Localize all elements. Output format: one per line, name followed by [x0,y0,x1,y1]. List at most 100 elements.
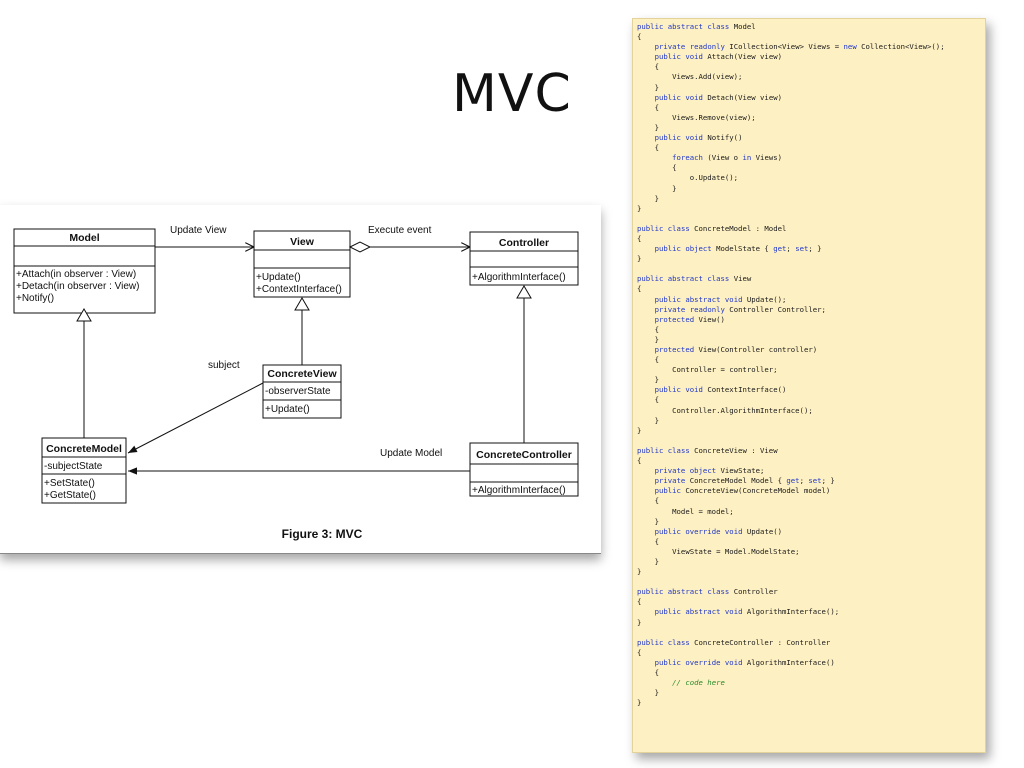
code-line: } [637,688,659,698]
figure-caption: Figure 3: MVC [282,527,363,541]
class-concrete-model-name: ConcreteModel [46,443,122,455]
concrete-controller-member: +AlgorithmInterface() [472,485,566,496]
class-controller: Controller +AlgorithmInterface() [469,231,579,286]
code-line: public object ModelState { get; set; } [654,244,822,254]
code-listing: public abstract class Model{ private rea… [632,18,986,753]
code-line: Model = model; [637,506,734,516]
concrete-model-attribute: -subjectState [44,461,103,472]
uml-diagram: Model +Attach(in observer : View) +Detac… [0,205,601,554]
code-line: } [637,567,642,577]
code-line: ​ [637,214,985,224]
code-line: public abstract void Update(); [654,294,787,304]
code-line: private readonly ICollection<View> Views… [654,42,945,52]
code-line: ​ [637,577,985,587]
code-line: public void Notify() [654,133,743,143]
code-line: } [637,122,659,132]
code-line: } [637,193,659,203]
code-line: private readonly Controller Controller; [654,304,826,314]
concrete-view-member: +Update() [265,404,310,415]
code-line: } [637,334,659,344]
code-line: } [637,698,642,708]
code-line: { [637,456,642,466]
concrete-model-member: +GetState() [44,490,96,501]
code-line: { [637,284,642,294]
model-member: +Detach(in observer : View) [16,281,139,292]
code-line: public class ConcreteController : Contro… [637,637,831,647]
class-model-name: Model [69,232,99,244]
generalization-triangle [294,297,310,311]
code-line: public class ConcreteModel : Model [637,223,787,233]
label-execute-event: Execute event [368,225,432,236]
class-concrete-controller-name: ConcreteController [476,449,572,461]
class-view-name: View [290,236,315,248]
code-line: public abstract class Model [637,22,756,31]
code-line: public void Detach(View view) [654,92,782,102]
controller-member: +AlgorithmInterface() [472,272,566,283]
label-update-model: Update Model [380,448,442,459]
code-line: { [637,143,659,153]
code-line: public void ContextInterface() [654,385,787,395]
code-line: { [637,496,659,506]
code-line: public abstract class View [637,274,752,284]
code-line: } [637,375,659,385]
class-controller-name: Controller [499,237,549,249]
code-line: ​ [637,264,985,274]
code-line: o.Update(); [637,173,739,183]
code-line: { [637,355,659,365]
slide-title: MVC [452,64,572,124]
code-line: } [637,203,642,213]
code-line: // code here [672,678,725,688]
code-line: ​ [637,436,985,446]
code-line: foreach (View o in Views) [672,153,783,163]
code-line: { [637,233,642,243]
code-line: { [637,668,659,677]
class-view: View +Update() +ContextInterface() [253,230,351,298]
code-line: } [637,82,659,92]
code-line: } [637,254,642,264]
aggregation-diamond [348,241,372,253]
class-concrete-controller: ConcreteController +AlgorithmInterface() [469,442,579,497]
generalization-triangle [76,308,92,322]
concrete-view-attribute: -observerState [265,386,331,397]
label-subject: subject [208,360,240,371]
code-line: { [637,324,659,334]
label-update-view: Update View [170,225,227,236]
code-line: public ConcreteView(ConcreteModel model) [654,486,831,496]
code-line: Controller.AlgorithmInterface(); [637,405,813,415]
code-line: public override void Update() [654,526,783,536]
subject-association [127,382,264,454]
code-line: private object ViewState; [654,466,765,476]
class-concrete-model: ConcreteModel -subjectState +SetState() … [41,437,127,504]
code-line: public abstract class Controller [637,587,778,597]
code-line: Controller = controller; [637,365,778,375]
code-line: { [637,395,659,405]
code-line: protected View() [654,314,725,324]
code-block: public abstract class Model{ private rea… [633,19,985,708]
code-line: { [637,163,677,173]
code-line: { [637,536,659,546]
code-line: Views.Add(view); [637,72,743,82]
code-line: { [637,647,642,657]
code-line: public override void AlgorithmInterface(… [654,657,835,667]
class-concrete-view-name: ConcreteView [267,368,337,380]
code-line: { [637,62,659,72]
code-line: public class ConcreteView : View [637,445,778,455]
code-line: { [637,597,642,607]
code-line: protected View(Controller controller) [654,345,818,354]
code-line: private ConcreteModel Model { get; set; … [654,476,835,486]
model-member: +Notify() [16,293,54,304]
view-member: +Update() [256,272,301,283]
class-model: Model +Attach(in observer : View) +Detac… [13,228,156,314]
code-line: } [637,425,642,435]
code-line: } [637,183,677,193]
model-member: +Attach(in observer : View) [16,269,136,280]
code-line: } [637,556,659,566]
code-line: } [637,516,659,526]
code-line: public abstract void AlgorithmInterface(… [654,607,840,617]
code-line: { [637,32,642,42]
code-line: ​ [637,628,985,638]
class-concrete-view: ConcreteView -observerState +Update() [262,364,342,419]
code-line: Views.Remove(view); [637,112,756,122]
code-line: { [637,102,659,112]
concrete-model-member: +SetState() [44,478,95,489]
